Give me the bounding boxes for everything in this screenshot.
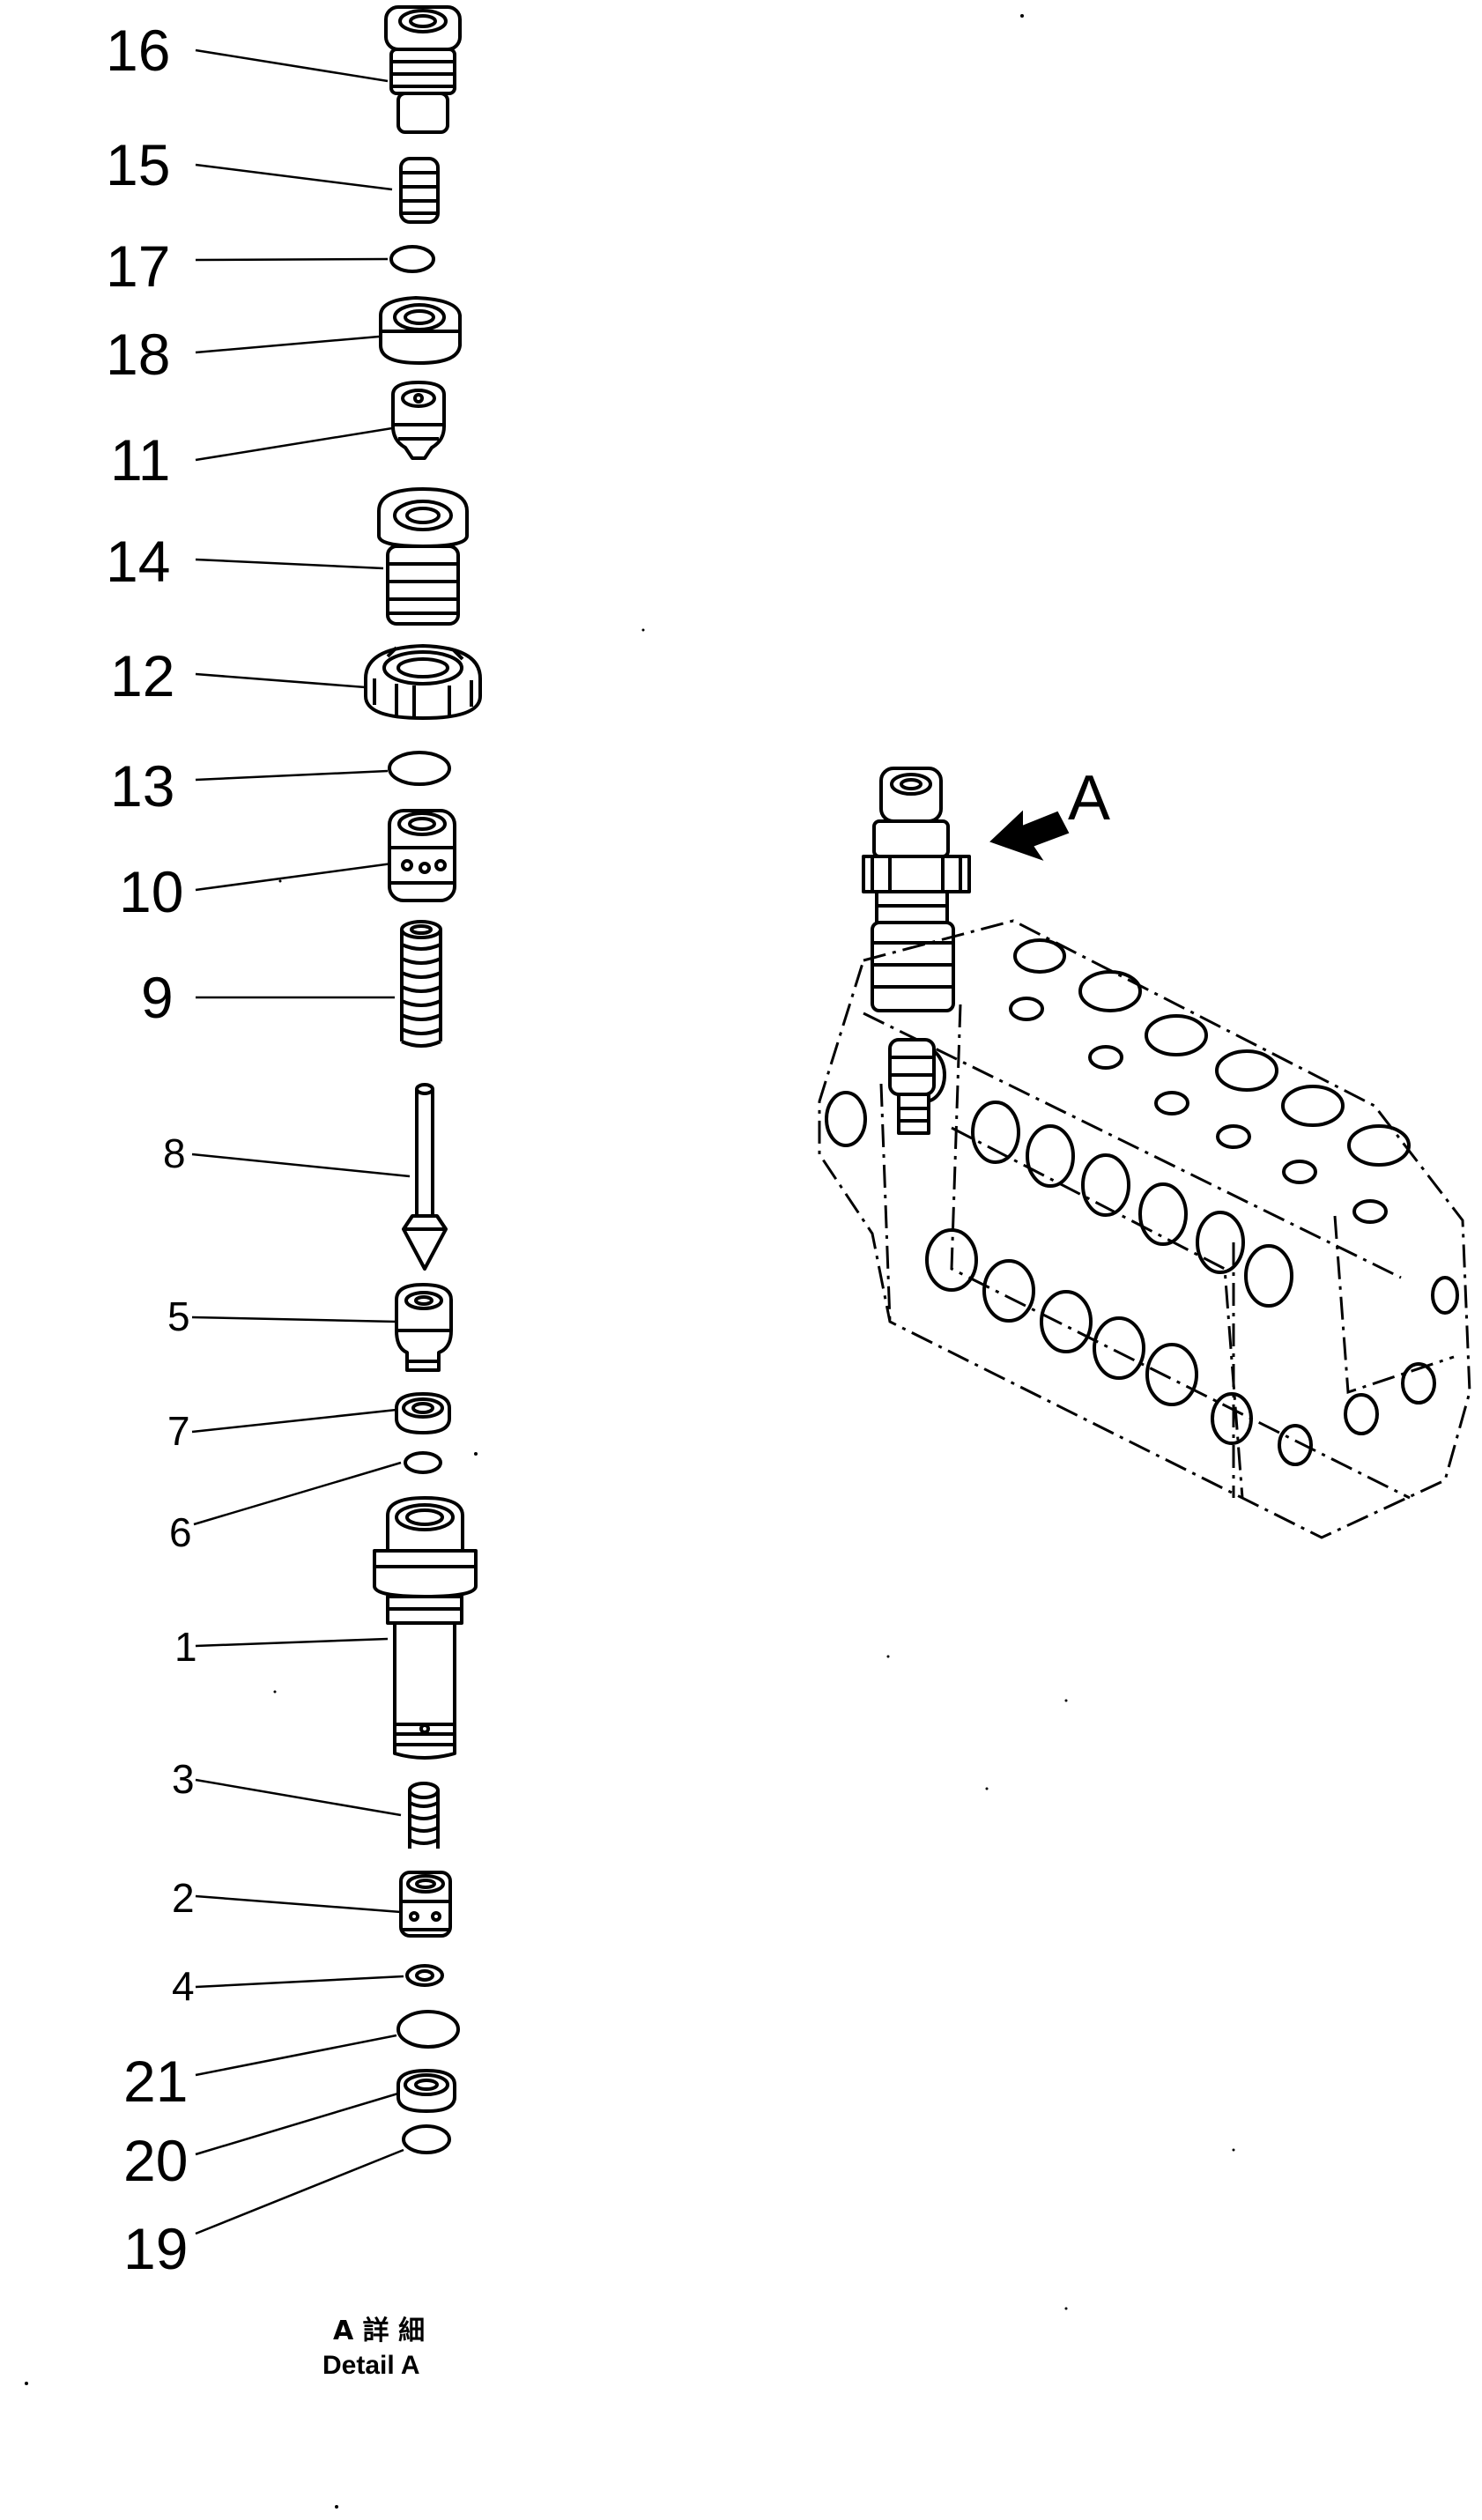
part-17-o-ring [389,245,435,273]
label-11: 11 [110,427,171,493]
scan-specks [25,14,1235,2509]
valve-block-outline [818,919,1471,1539]
part-13-o-ring [388,751,451,786]
installed-relief-valve [862,767,971,1012]
part-12-lock-nut [364,644,482,720]
part-labels: 16 15 17 18 11 14 12 13 10 9 8 5 7 6 1 3… [106,18,197,2281]
valve-block-assembly: A [818,763,1471,1539]
part-8-pilot-poppet [402,1083,448,1271]
block-ports [825,938,1459,1466]
label-14: 14 [106,529,170,594]
label-9: 9 [141,965,174,1030]
label-2: 2 [172,1875,195,1921]
part-16-plug [384,5,462,134]
detail-caption: A 詳 細 Detail A [322,2316,425,2380]
detail-caption-en: Detail A [322,2351,420,2380]
detail-caption-jp: A 詳 細 [333,2316,425,2346]
label-21: 21 [123,2049,188,2114]
label-3: 3 [172,1756,195,1802]
part-21-o-ring [396,2010,460,2049]
part-14-adjust-screw [377,487,469,626]
part-10-sleeve [388,809,456,902]
part-18-nut [379,296,462,365]
label-1: 1 [174,1624,197,1670]
label-13: 13 [110,753,174,819]
part-20-ring [396,2069,456,2113]
label-8: 8 [163,1130,186,1176]
label-7: 7 [167,1408,190,1454]
part-6-o-ring [404,1451,442,1474]
leader-lines [191,48,411,2235]
label-6: 6 [169,1509,192,1555]
label-19: 19 [123,2216,188,2281]
label-5: 5 [167,1293,190,1339]
part-3-spring [408,1782,440,1849]
label-16: 16 [106,18,170,83]
part-5-seat [395,1283,453,1372]
exploded-parts [364,5,482,2154]
view-arrow-label: A [1068,763,1110,834]
label-4: 4 [172,1963,195,2009]
part-2-piston [399,1871,452,1938]
label-12: 12 [110,643,174,708]
part-11-poppet [391,381,446,460]
label-17: 17 [106,233,170,299]
label-20: 20 [123,2128,188,2193]
part-7-ring [395,1392,451,1434]
side-fitting [888,1038,936,1135]
part-1-main-body [373,1496,478,1760]
part-19-o-ring [402,2124,451,2154]
part-4-washer [405,1964,444,1987]
label-10: 10 [119,859,183,924]
part-9-spring [400,920,442,1048]
label-15: 15 [106,132,170,197]
part-15-spring [399,157,440,224]
label-18: 18 [106,322,170,387]
view-arrow-a: A [989,763,1110,861]
